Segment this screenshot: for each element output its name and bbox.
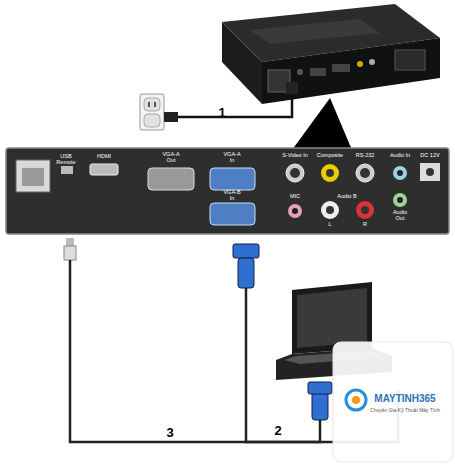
wall-outlet (140, 94, 164, 130)
callout-number: 1 (218, 106, 225, 120)
port-label: VGA-A In (221, 152, 243, 164)
callout-number: 2 (274, 424, 281, 438)
watermark-text: MAYTINH365 (374, 394, 435, 405)
port-label: Audio In (390, 153, 410, 159)
port-label: HDMI (97, 154, 111, 160)
callout-number: 3 (166, 426, 173, 440)
port-label: MIC (290, 194, 300, 200)
pointer (292, 98, 352, 150)
port-label: Audio Out (389, 210, 411, 222)
port-label: Composite (317, 153, 343, 159)
port-label: VGA-A Out (160, 152, 182, 164)
port-label: VGA-B In (221, 190, 243, 202)
port-label: S-Video In (282, 153, 308, 159)
port-label: RS-232 (356, 153, 375, 159)
port-label: Audio B (337, 194, 356, 200)
power-cable (164, 82, 298, 122)
projector (222, 4, 440, 104)
port-label: USB Remote (51, 154, 81, 166)
port-label: R (363, 222, 367, 228)
port-label: DC 12V (420, 153, 439, 159)
watermark-subtitle: Chuyên Gia Kỹ Thuật Máy Tính (370, 408, 440, 413)
watermark (333, 342, 453, 462)
port-label: L (328, 222, 331, 228)
rear-panel (6, 148, 449, 234)
